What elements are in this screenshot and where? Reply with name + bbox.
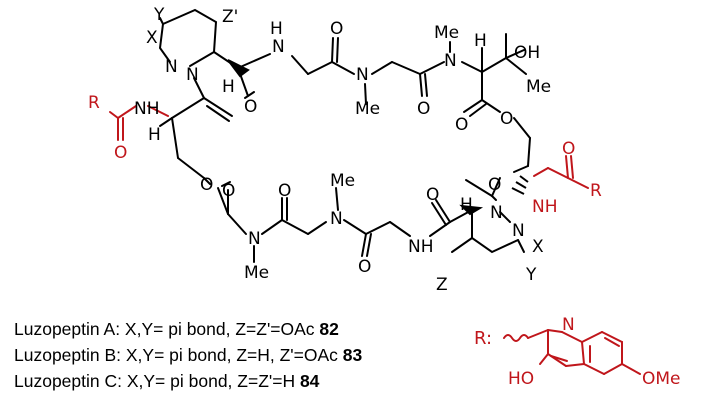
atom-label-o-red-left: O — [114, 143, 127, 163]
compound-a-text: Luzopeptin A: X,Y= pi bond, Z=Z'=OAc — [14, 319, 315, 339]
atom-label-n1-bottom: N — [490, 203, 503, 223]
atom-label-o-ester-ring: O — [500, 109, 513, 129]
atom-label-o-carbonyl-left: O — [244, 97, 257, 117]
atom-label-x-top: X — [146, 28, 158, 48]
atom-label-h-thr: H — [474, 31, 487, 51]
atom-label-ho-quinoline: HO — [508, 369, 534, 389]
atom-label-o-amide4: O — [358, 257, 371, 277]
compound-b-number: 83 — [342, 345, 363, 365]
compound-c-number: 84 — [299, 371, 320, 391]
atom-label-me4: Me — [244, 263, 269, 283]
atom-label-r-colon: R: — [474, 328, 492, 349]
atom-label-n2-bottom: N — [512, 221, 525, 241]
atom-label-n1-top: N — [165, 57, 178, 77]
atom-label-n-me3: N — [248, 229, 261, 249]
atom-label-n-me1: N — [356, 65, 369, 85]
compound-line-c: Luzopeptin C: X,Y= pi bond, Z=Z'=H 84 — [14, 371, 319, 392]
atom-label-r-left: R — [88, 93, 100, 113]
atom-label-o-carbonyl-bl: O — [222, 181, 235, 201]
atom-label-n-quinoline: N — [562, 315, 575, 335]
atom-label-h-left: H — [148, 125, 161, 145]
stereo-bonds — [227, 59, 529, 216]
atom-label-h-amide1: H — [270, 19, 283, 39]
r-group-labels: R O NH O R R: N HO OMe — [88, 93, 681, 389]
atom-labels: Y Z' X N N H N H O O N Me O Me N H OH Me… — [134, 5, 551, 295]
atom-label-o-amide1: O — [330, 19, 343, 39]
atom-label-me1: Me — [355, 99, 380, 119]
atom-label-me3: Me — [526, 77, 551, 97]
atom-label-zprime-top: Z' — [222, 7, 238, 27]
atom-label-nh-left: NH — [134, 99, 160, 119]
atom-label-h-bottom-ring: H — [460, 195, 473, 215]
atom-label-o-ester-left: O — [200, 175, 213, 195]
atom-label-o-amide3: O — [278, 181, 291, 201]
compound-b-text: Luzopeptin B: X,Y= pi bond, Z=H, Z'=OAc — [14, 345, 338, 365]
r-group-bonds — [109, 105, 641, 375]
atom-label-n2-top: N — [186, 65, 199, 85]
atom-label-n-me4: N — [330, 209, 343, 229]
atom-label-o-amide2: O — [417, 99, 430, 119]
atom-label-me5: Me — [330, 171, 355, 191]
atom-label-o-right: O — [488, 175, 501, 195]
atom-label-h-top: H — [222, 77, 235, 97]
atom-label-n-me2: N — [444, 51, 457, 71]
atom-label-o-ester-top: O — [455, 115, 468, 135]
atom-label-y-top: Y — [153, 5, 165, 25]
atom-label-z-bottom: Z — [436, 275, 448, 295]
atom-label-x-bottom: X — [532, 237, 544, 257]
atom-label-n-amide1: N — [272, 37, 285, 57]
compound-a-number: 82 — [319, 319, 339, 339]
compound-c-text: Luzopeptin C: X,Y= pi bond, Z=Z'=H — [14, 371, 296, 391]
atom-label-nh-bottom: NH — [408, 237, 434, 257]
atom-label-o-bottom-right: O — [426, 185, 439, 205]
atom-label-y-bottom: Y — [525, 265, 537, 285]
atom-label-nh-red-right: NH — [532, 197, 558, 217]
compound-line-a: Luzopeptin A: X,Y= pi bond, Z=Z'=OAc 82 — [14, 319, 339, 340]
atom-label-ome-quinoline: OMe — [642, 369, 681, 389]
compound-line-b: Luzopeptin B: X,Y= pi bond, Z=H, Z'=OAc … — [14, 345, 362, 366]
atom-label-r-right: R — [590, 181, 602, 201]
atom-label-me2: Me — [434, 23, 459, 43]
atom-label-oh: OH — [514, 43, 540, 63]
atom-label-o-red-right: O — [562, 139, 575, 159]
